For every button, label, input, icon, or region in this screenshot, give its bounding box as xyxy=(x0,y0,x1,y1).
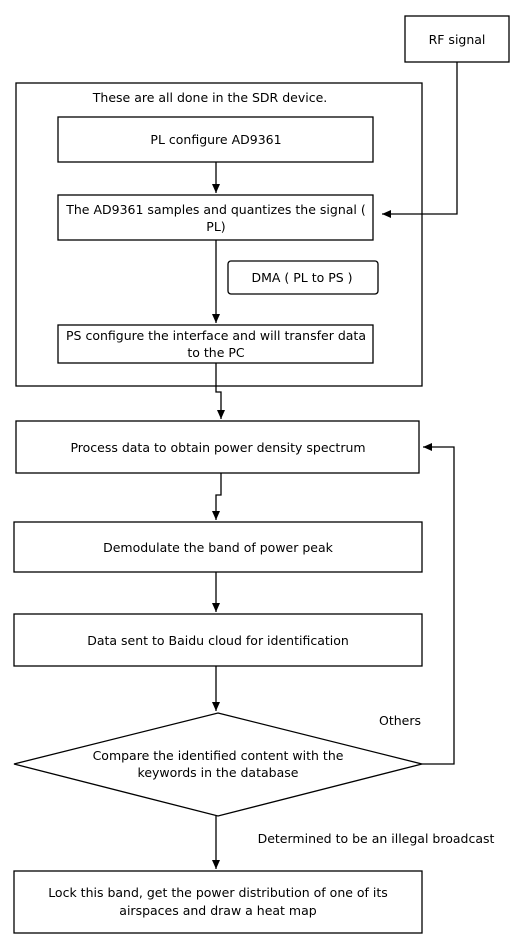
baidu-label: Data sent to Baidu cloud for identificat… xyxy=(87,633,349,648)
arrow-process-to-demodulate xyxy=(212,473,222,520)
edge-label-illegal: Determined to be an illegal broadcast xyxy=(258,831,495,846)
rf-signal-box xyxy=(404,15,510,63)
pl-configure-label: PL configure AD9361 xyxy=(150,132,281,147)
ad9361-samples-label-line1: The AD9361 samples and quantizes the sig… xyxy=(65,202,365,217)
process-data-box xyxy=(15,420,420,474)
lock-band-box xyxy=(13,870,423,934)
ad9361-samples-box xyxy=(57,194,374,241)
compare-label-line2: keywords in the database xyxy=(138,765,299,780)
process-data-label: Process data to obtain power density spe… xyxy=(70,440,365,455)
lock-band-label-line2: airspaces and draw a heat map xyxy=(119,903,316,918)
arrow-rf-to-ad9361 xyxy=(382,62,458,218)
pl-configure-box xyxy=(57,116,374,163)
lock-band-label-line1: Lock this band, get the power distributi… xyxy=(48,885,388,900)
edge-label-others: Others xyxy=(379,713,421,728)
dma-box xyxy=(227,260,379,295)
ad9361-samples-label-line2: PL) xyxy=(206,219,225,234)
compare-decision xyxy=(13,712,423,817)
sdr-group-label: These are all done in the SDR device. xyxy=(92,90,327,105)
demodulate-box xyxy=(13,521,423,573)
ps-configure-label-line2: to the PC xyxy=(187,345,245,360)
baidu-box xyxy=(13,613,423,667)
dma-label: DMA ( PL to PS ) xyxy=(251,270,352,285)
demodulate-label: Demodulate the band of power peak xyxy=(103,540,334,555)
rf-signal-label: RF signal xyxy=(429,32,486,47)
ps-configure-label-line1: PS configure the interface and will tran… xyxy=(66,328,366,343)
arrow-ps-to-process xyxy=(215,363,225,419)
arrow-others-loop xyxy=(422,443,455,765)
compare-label-line1: Compare the identified content with the xyxy=(93,748,344,763)
